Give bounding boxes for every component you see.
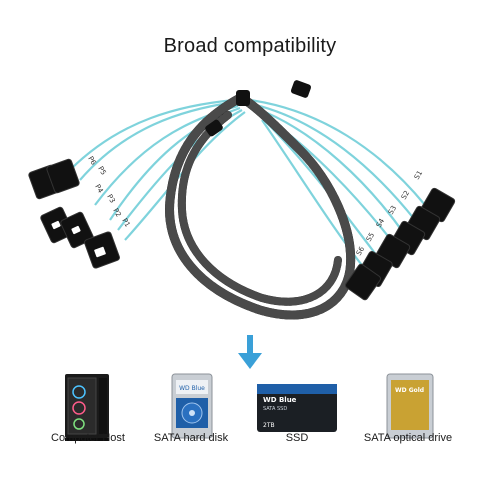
ssd-subtext: SATA SSD — [263, 406, 287, 412]
ssd-capacity: 2TB — [263, 422, 275, 429]
label-p5: P5 — [96, 165, 107, 177]
heat-shrink-band — [205, 119, 223, 137]
label-s1: S1 — [413, 169, 424, 181]
page-title: Broad compatibility — [163, 35, 337, 57]
sata-cable-image: P6 P5 P4 P3 P2 P1 S1 S2 S3 S4 S5 S6 — [28, 80, 456, 320]
hard-disk-icon: WD Blue — [171, 373, 213, 439]
label-p1: P1 — [120, 217, 131, 229]
label-s4: S4 — [375, 217, 387, 229]
connector-latch-metal — [51, 220, 106, 258]
hdd-label-text: WD Blue — [179, 385, 205, 392]
label-s2: S2 — [400, 189, 411, 201]
computer-tower-icon — [65, 374, 109, 441]
right-connectors — [344, 187, 456, 301]
port-labels: P6 P5 P4 P3 P2 P1 S1 S2 S3 S4 S5 S6 — [86, 155, 424, 257]
ssd-brand: WD Blue — [263, 396, 297, 404]
label-s6: S6 — [355, 245, 367, 257]
label-s3: S3 — [387, 204, 398, 216]
device-label: SATA optical drive — [363, 432, 453, 444]
heat-shrink-band — [290, 80, 312, 98]
device-sata-hard-disk: WD Blue SATA hard disk — [154, 372, 250, 500]
label-p6: P6 — [86, 155, 98, 167]
device-label: Computer Host — [51, 432, 125, 444]
down-arrow-icon — [238, 335, 262, 369]
label-p2: P2 — [111, 207, 122, 219]
label-p3: P3 — [105, 193, 116, 205]
device-computer-host: Computer Host — [51, 372, 145, 500]
device-row: Computer Host WD Blue SATA hard disk WD … — [0, 372, 500, 500]
device-sata-optical-drive: WD Gold SATA optical drive — [363, 372, 495, 500]
black-sleeve — [165, 93, 356, 320]
device-label: SATA hard disk — [153, 432, 229, 444]
heat-shrink-band — [236, 90, 250, 106]
optical-brand: WD Gold — [395, 387, 424, 394]
left-connectors — [28, 158, 120, 269]
device-ssd: WD Blue SATA SSD 2TB SSD — [255, 372, 345, 500]
ssd-icon: WD Blue SATA SSD 2TB — [257, 384, 337, 432]
optical-drive-icon: WD Gold — [386, 373, 434, 439]
device-label: SSD — [285, 432, 309, 444]
label-p4: P4 — [93, 183, 105, 195]
label-s5: S5 — [365, 231, 376, 243]
